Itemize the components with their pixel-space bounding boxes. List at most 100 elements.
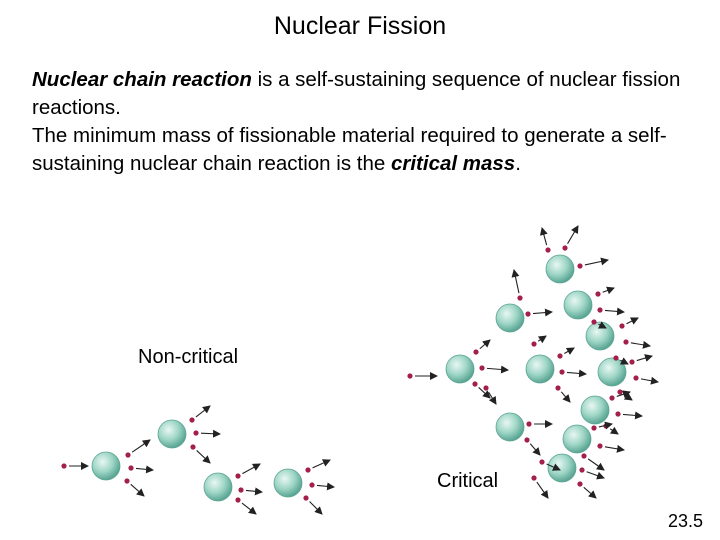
neutron	[305, 467, 311, 473]
neutron-arrow	[529, 443, 541, 456]
neutron-arrow	[316, 482, 335, 491]
neutron	[617, 389, 623, 395]
neutron	[235, 473, 241, 479]
nucleus	[545, 254, 575, 284]
term-critical-mass: critical mass	[390, 152, 516, 175]
neutron-arrow	[488, 391, 497, 405]
slide-number: 23.5	[668, 511, 704, 531]
neutron	[597, 443, 603, 449]
neutron-arrow	[566, 369, 587, 378]
nucleus	[91, 451, 121, 481]
neutron	[557, 353, 563, 359]
neutron-arrow	[312, 459, 331, 469]
neutron	[125, 452, 131, 458]
neutron-arrow	[511, 269, 520, 294]
neutron-arrow	[619, 357, 629, 365]
neutron-arrow	[604, 307, 625, 316]
neutron	[545, 247, 551, 253]
neutron-arrow	[532, 308, 553, 317]
neutron-arrow	[623, 392, 633, 401]
nucleus	[495, 412, 525, 442]
neutron	[235, 497, 241, 503]
neutron-arrow	[586, 471, 605, 480]
nucleus	[273, 468, 303, 498]
neutron	[189, 417, 195, 423]
nucleus	[563, 290, 593, 320]
neutron	[531, 475, 537, 481]
neutron-arrow	[630, 340, 651, 349]
neutron	[61, 463, 67, 469]
body-text: Nuclear chain reaction is a self-sustain…	[32, 66, 702, 178]
neutron-arrow	[478, 387, 491, 399]
neutron-arrow	[486, 365, 509, 374]
neutron-arrow	[626, 317, 639, 325]
nucleus	[562, 424, 592, 454]
chain-reaction-definition: is a self-sustaining sequence of nuclear…	[32, 68, 681, 119]
neutron	[524, 437, 530, 443]
noncritical-label: Non-critical	[138, 346, 239, 368]
neutron	[517, 295, 523, 301]
neutron-arrow	[200, 429, 221, 438]
neutron	[562, 245, 568, 251]
slide-title: Nuclear Fission	[273, 12, 447, 40]
nucleus	[585, 321, 615, 351]
neutron	[238, 487, 244, 493]
paragraph-critical-mass: The minimum mass of fissionable material…	[32, 122, 702, 178]
neutron-arrow	[242, 463, 261, 475]
neutron	[555, 385, 561, 391]
neutron-arrow	[245, 487, 263, 496]
nucleus	[203, 472, 233, 502]
neutron	[619, 323, 625, 329]
noncritical-chain	[61, 405, 335, 515]
neutron	[525, 311, 531, 317]
neutron	[483, 385, 489, 391]
neutron	[579, 467, 585, 473]
neutron-arrow	[135, 465, 154, 474]
neutron	[597, 307, 603, 313]
neutron-arrow	[616, 390, 631, 399]
nucleus	[547, 453, 577, 483]
neutron-arrow	[598, 421, 613, 430]
nucleus	[445, 354, 475, 384]
neutron-arrow	[609, 426, 619, 435]
neutron	[613, 355, 619, 361]
neutron-arrow	[130, 483, 145, 497]
neutron	[407, 373, 413, 379]
critical-label: Critical	[437, 470, 499, 492]
neutron-arrow	[560, 391, 571, 403]
neutron	[559, 369, 565, 375]
neutron-arrow	[567, 225, 579, 244]
critical-chain	[407, 225, 659, 499]
neutron	[479, 365, 485, 371]
neutron-arrow	[584, 257, 609, 266]
nucleus	[597, 357, 627, 387]
critical-mass-period: .	[515, 152, 521, 175]
nucleus	[157, 419, 187, 449]
neutron	[473, 349, 479, 355]
neutron-arrow	[622, 411, 643, 420]
neutron	[633, 375, 639, 381]
critical-mass-definition: The minimum mass of fissionable material…	[32, 124, 667, 175]
neutron-arrow	[640, 376, 659, 385]
neutron	[128, 465, 134, 471]
neutron	[531, 341, 537, 347]
neutron	[124, 478, 130, 484]
neutron	[303, 495, 309, 501]
neutron-arrow	[587, 458, 605, 471]
neutron	[472, 381, 478, 387]
neutron-arrow	[479, 339, 491, 350]
neutron-arrow	[536, 481, 549, 499]
neutron	[595, 291, 601, 297]
neutron	[591, 425, 597, 431]
neutron-arrow	[602, 286, 615, 295]
neutron-arrow	[636, 354, 653, 362]
nucleus	[495, 303, 525, 333]
neutron-arrow	[564, 347, 575, 355]
neutron	[539, 459, 545, 465]
neutron-arrow	[539, 227, 548, 246]
neutron	[309, 482, 315, 488]
neutron-arrow	[241, 502, 257, 515]
neutron-arrow	[597, 321, 607, 329]
neutron	[581, 453, 587, 459]
